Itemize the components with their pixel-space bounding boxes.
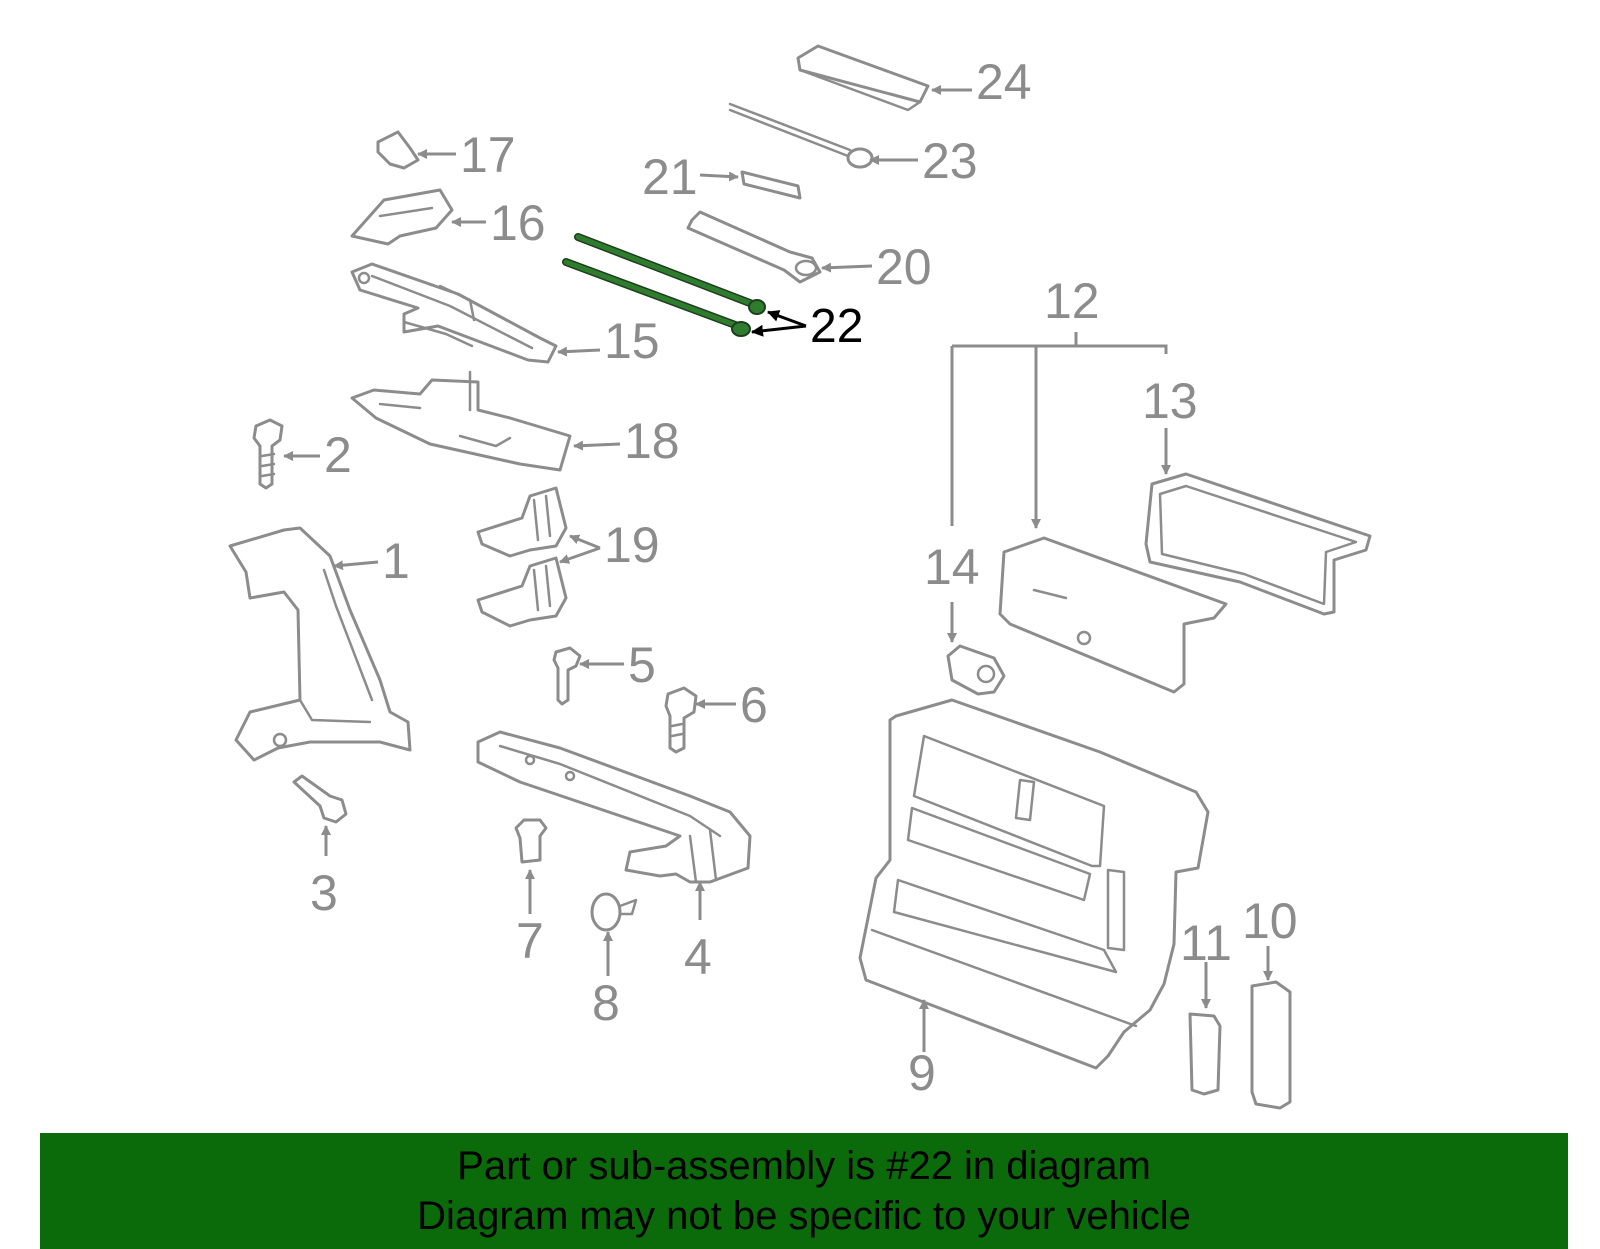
- callout-7: 7: [516, 913, 544, 969]
- part-11-panel[interactable]: [1188, 1012, 1222, 1096]
- callout-11: 11: [1180, 915, 1232, 971]
- part-6-fastener[interactable]: [664, 686, 698, 754]
- callout-9: 9: [908, 1045, 936, 1101]
- callout-14: 14: [924, 539, 980, 595]
- part-4-channel[interactable]: [476, 730, 752, 884]
- part-19-clips[interactable]: [476, 486, 568, 628]
- part-3-screw[interactable]: [292, 774, 348, 824]
- callout-22: 22: [810, 300, 863, 353]
- callout-16: 16: [490, 195, 546, 251]
- part-12-lid[interactable]: [998, 536, 1228, 694]
- part-7-clip[interactable]: [514, 818, 548, 864]
- part-5-fastener[interactable]: [552, 646, 582, 706]
- part-10-panel[interactable]: [1250, 980, 1292, 1110]
- leader-lines-22: [751, 310, 807, 337]
- part-14-lamp[interactable]: [946, 644, 1006, 696]
- info-banner: Part or sub-assembly is #22 in diagram D…: [40, 1133, 1568, 1249]
- part-16-bracket[interactable]: [350, 188, 454, 246]
- callout-2: 2: [324, 427, 352, 483]
- callout-5: 5: [628, 637, 656, 693]
- callout-18: 18: [624, 413, 680, 469]
- part-2-fastener[interactable]: [252, 418, 284, 490]
- part-24-tube[interactable]: [796, 44, 930, 112]
- callout-8: 8: [592, 975, 620, 1031]
- callout-24: 24: [976, 54, 1032, 110]
- part-22-rods[interactable]: [562, 233, 766, 337]
- callout-labels: 24 23 21 20 22 17 16 15 18 2 19 1 5 6 3 …: [310, 54, 1298, 1101]
- callout-4: 4: [684, 929, 712, 985]
- part-17-cap[interactable]: [376, 130, 420, 170]
- part-15-jack[interactable]: [350, 262, 558, 364]
- callout-1: 1: [382, 533, 410, 589]
- callout-12: 12: [1044, 273, 1100, 329]
- callout-20: 20: [876, 239, 932, 295]
- callout-10: 10: [1242, 893, 1298, 949]
- part-18-tray[interactable]: [350, 370, 572, 472]
- callout-23: 23: [922, 133, 978, 189]
- callout-17: 17: [460, 127, 516, 183]
- part-13-seal[interactable]: [1144, 472, 1372, 616]
- banner-line-2: Diagram may not be specific to your vehi…: [417, 1194, 1191, 1238]
- callout-21: 21: [642, 149, 698, 205]
- leader-lines: [283, 85, 1273, 1052]
- callout-6: 6: [740, 677, 768, 733]
- callout-15: 15: [604, 313, 660, 369]
- part-8-pin[interactable]: [590, 892, 638, 932]
- banner-line-1: Part or sub-assembly is #22 in diagram: [457, 1144, 1151, 1188]
- part-1-pillar-trim[interactable]: [228, 526, 412, 762]
- part-9-side-panel[interactable]: [858, 698, 1210, 1070]
- part-21-bar[interactable]: [740, 170, 802, 200]
- callout-3: 3: [310, 865, 338, 921]
- part-23-rod[interactable]: [728, 102, 874, 169]
- callout-13: 13: [1142, 373, 1198, 429]
- callout-19: 19: [604, 517, 660, 573]
- part-20-wrench[interactable]: [686, 210, 822, 284]
